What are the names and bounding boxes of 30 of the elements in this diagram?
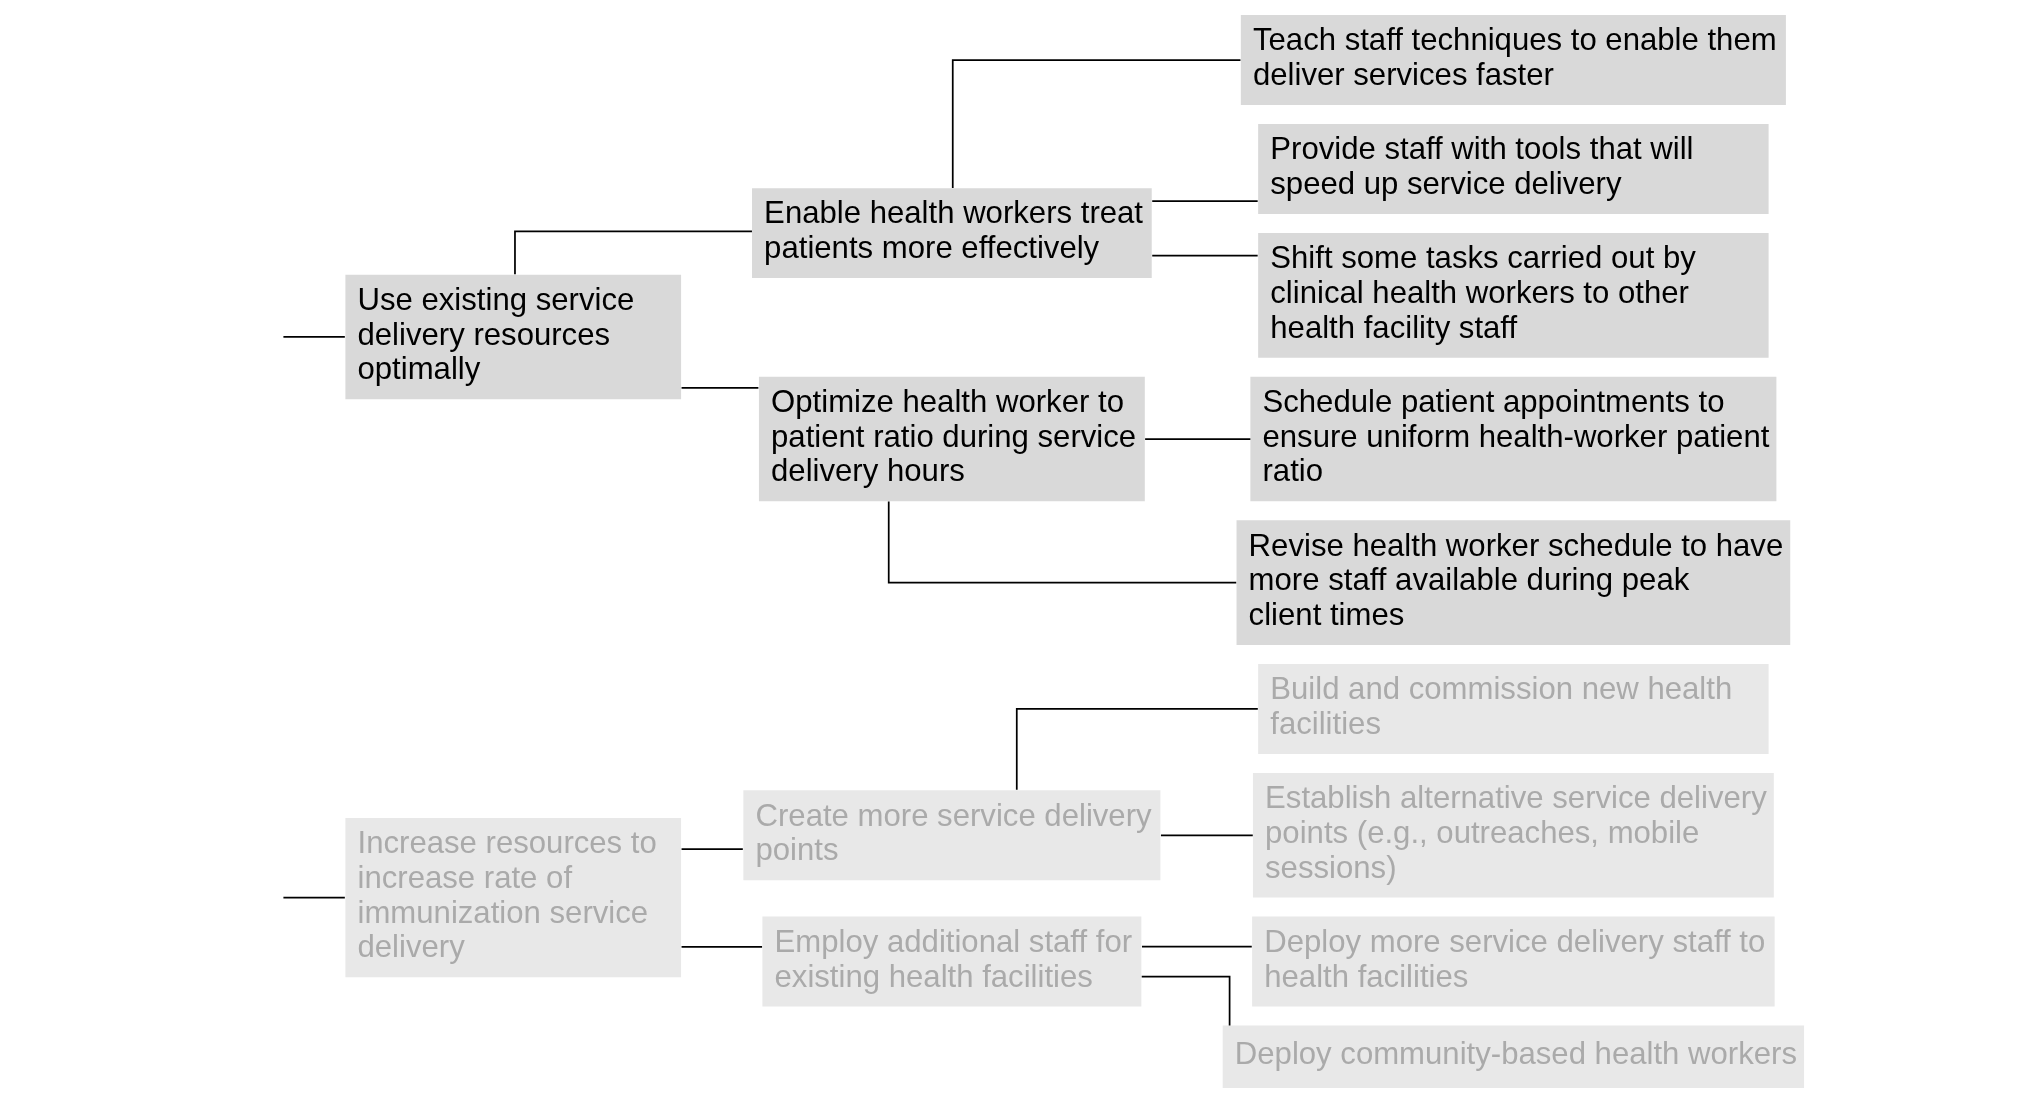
node-box: Revise health worker schedule to have more staff available during peak client times xyxy=(1236,520,1790,645)
connector xyxy=(513,230,753,276)
connector xyxy=(951,59,1241,189)
connector xyxy=(680,387,759,389)
node-box: Schedule patient appointments to ensure uniform health-worker patient ratio xyxy=(1249,376,1776,502)
connector xyxy=(1143,438,1251,440)
node-box: Increase resources to increase rate of immunization service delivery xyxy=(344,817,681,978)
node-box: Teach staff techniques to enable them deliver services faster xyxy=(1240,15,1786,106)
node-box: Provide staff with tools that will speed up service delivery xyxy=(1257,124,1769,215)
connector xyxy=(680,946,763,948)
connector xyxy=(1140,975,1230,1027)
connector xyxy=(282,336,346,338)
node-box: Use existing service delivery resources optimally xyxy=(344,274,681,400)
node-box: Deploy community-based health workers xyxy=(1222,1025,1804,1088)
node-box: Establish alternative service delivery points (e.g., outreaches, mobile sessions) xyxy=(1252,773,1774,898)
node-box: Shift some tasks carried out by clinical health workers to other health facility staff xyxy=(1257,233,1769,358)
connector xyxy=(1150,200,1259,202)
node-box: Create more service delivery points xyxy=(742,790,1160,881)
node-box: Optimize health worker to patient ratio during service delivery hours xyxy=(758,376,1145,502)
node-box: Employ additional staff for existing health facilities xyxy=(761,916,1141,1007)
connector xyxy=(680,848,744,850)
connector xyxy=(1015,708,1259,791)
connector xyxy=(887,500,1237,584)
connector xyxy=(282,896,346,899)
connector xyxy=(1150,254,1259,257)
connector xyxy=(1140,945,1253,948)
connector xyxy=(1159,834,1254,837)
node-box: Build and commission new health facilities xyxy=(1257,663,1769,754)
node-box: Enable health workers treat patients more effectively xyxy=(751,188,1152,279)
node-box: Deploy more service delivery staff to health facilities xyxy=(1251,916,1775,1007)
